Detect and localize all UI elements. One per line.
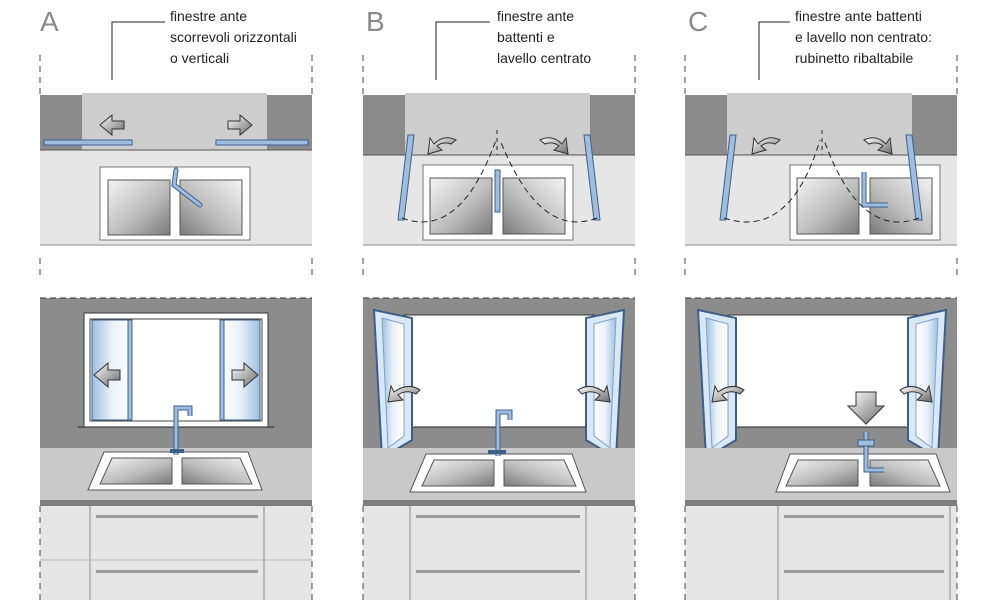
panel-c-leader-line bbox=[758, 21, 790, 80]
panel-c bbox=[684, 21, 958, 600]
panel-b-caption-line-3: lavello centrato bbox=[497, 50, 592, 66]
drawer-handle bbox=[416, 515, 580, 518]
panel-c-wall-left bbox=[685, 95, 727, 155]
faucet-icon bbox=[496, 410, 512, 456]
drawer-handle bbox=[784, 515, 944, 518]
panel-a-caption-line-1: finestre ante bbox=[170, 8, 248, 24]
arrow-right-icon bbox=[227, 113, 253, 137]
panel-a-plan-view bbox=[40, 93, 312, 246]
panel-b-plan-view bbox=[363, 93, 635, 246]
panel-a-cabinets bbox=[40, 506, 312, 600]
swing-arc bbox=[499, 139, 598, 223]
panel-a-leader-line bbox=[111, 21, 165, 80]
panel-b-caption-line-1: finestre ante bbox=[497, 8, 575, 24]
panel-a bbox=[39, 21, 313, 600]
panel-b-wall-left bbox=[363, 95, 405, 155]
rotate-arrow-icon bbox=[863, 136, 893, 155]
rotate-arrow-icon bbox=[577, 384, 611, 403]
arrow-left-icon bbox=[93, 361, 121, 389]
swing-arc bbox=[401, 139, 497, 223]
rotate-arrow-icon bbox=[387, 384, 421, 403]
rotate-arrow-icon bbox=[711, 384, 745, 403]
panel-a-plan-sash-right bbox=[215, 139, 309, 146]
faucet-icon bbox=[494, 169, 501, 213]
panel-c-plan-view bbox=[685, 93, 957, 246]
rotate-arrow-icon bbox=[539, 136, 569, 155]
panel-c-wall-right bbox=[912, 95, 957, 155]
panel-b-plan-sash-right bbox=[583, 134, 601, 221]
rotate-arrow-icon bbox=[899, 384, 933, 403]
panel-a-caption: finestre ante scorrevoli orizzontali o v… bbox=[170, 6, 297, 69]
arrow-down-icon bbox=[846, 391, 886, 425]
drawer-handle bbox=[416, 570, 580, 573]
panel-a-plan-basin-left bbox=[107, 179, 171, 236]
drawer-handle bbox=[96, 515, 258, 518]
panel-a-caption-line-2: scorrevoli orizzontali bbox=[170, 29, 297, 45]
panel-a-plan-basin-right bbox=[179, 179, 243, 236]
arrow-right-icon bbox=[231, 361, 259, 389]
panel-c-caption: finestre ante battenti e lavello non cen… bbox=[795, 6, 932, 69]
rotate-arrow-icon bbox=[427, 136, 457, 155]
arrow-left-icon bbox=[99, 113, 125, 137]
panel-a-elevation-view bbox=[39, 297, 313, 600]
panel-a-letter: A bbox=[40, 6, 59, 37]
panel-b-elevation-view bbox=[362, 297, 636, 600]
drawer-handle bbox=[96, 570, 258, 573]
panel-c-plan-sash-left bbox=[719, 134, 737, 221]
panel-b-caption: finestre ante battenti e lavello centrat… bbox=[497, 6, 591, 69]
faucet-icon bbox=[174, 406, 192, 455]
panel-c-elevation-view bbox=[684, 297, 958, 600]
swing-arc bbox=[823, 139, 920, 223]
panel-c-caption-line-1: finestre ante battenti bbox=[795, 8, 922, 24]
panel-a-caption-line-3: o verticali bbox=[170, 50, 230, 66]
panel-b-caption-line-2: battenti e bbox=[497, 29, 555, 45]
folding-faucet-icon bbox=[862, 172, 888, 207]
panel-b-wall-right bbox=[590, 95, 635, 155]
panel-c-plan-sash-right bbox=[905, 134, 923, 221]
panel-b-letter: B bbox=[366, 6, 385, 37]
panel-b bbox=[362, 21, 636, 600]
panel-c-caption-line-3: rubinetto ribaltabile bbox=[795, 50, 914, 66]
faucet-icon bbox=[172, 168, 202, 207]
panel-c-letter: C bbox=[688, 6, 709, 37]
drawer-handle bbox=[784, 570, 944, 573]
panel-b-plan-sash-left bbox=[397, 134, 415, 221]
panel-b-leader-line bbox=[435, 21, 490, 80]
panel-c-caption-line-2: e lavello non centrato: bbox=[795, 29, 932, 45]
panel-c-window bbox=[727, 314, 919, 428]
swing-arc bbox=[723, 139, 821, 223]
panel-a-plan-sash-left bbox=[43, 139, 133, 146]
rotate-arrow-icon bbox=[751, 136, 781, 155]
